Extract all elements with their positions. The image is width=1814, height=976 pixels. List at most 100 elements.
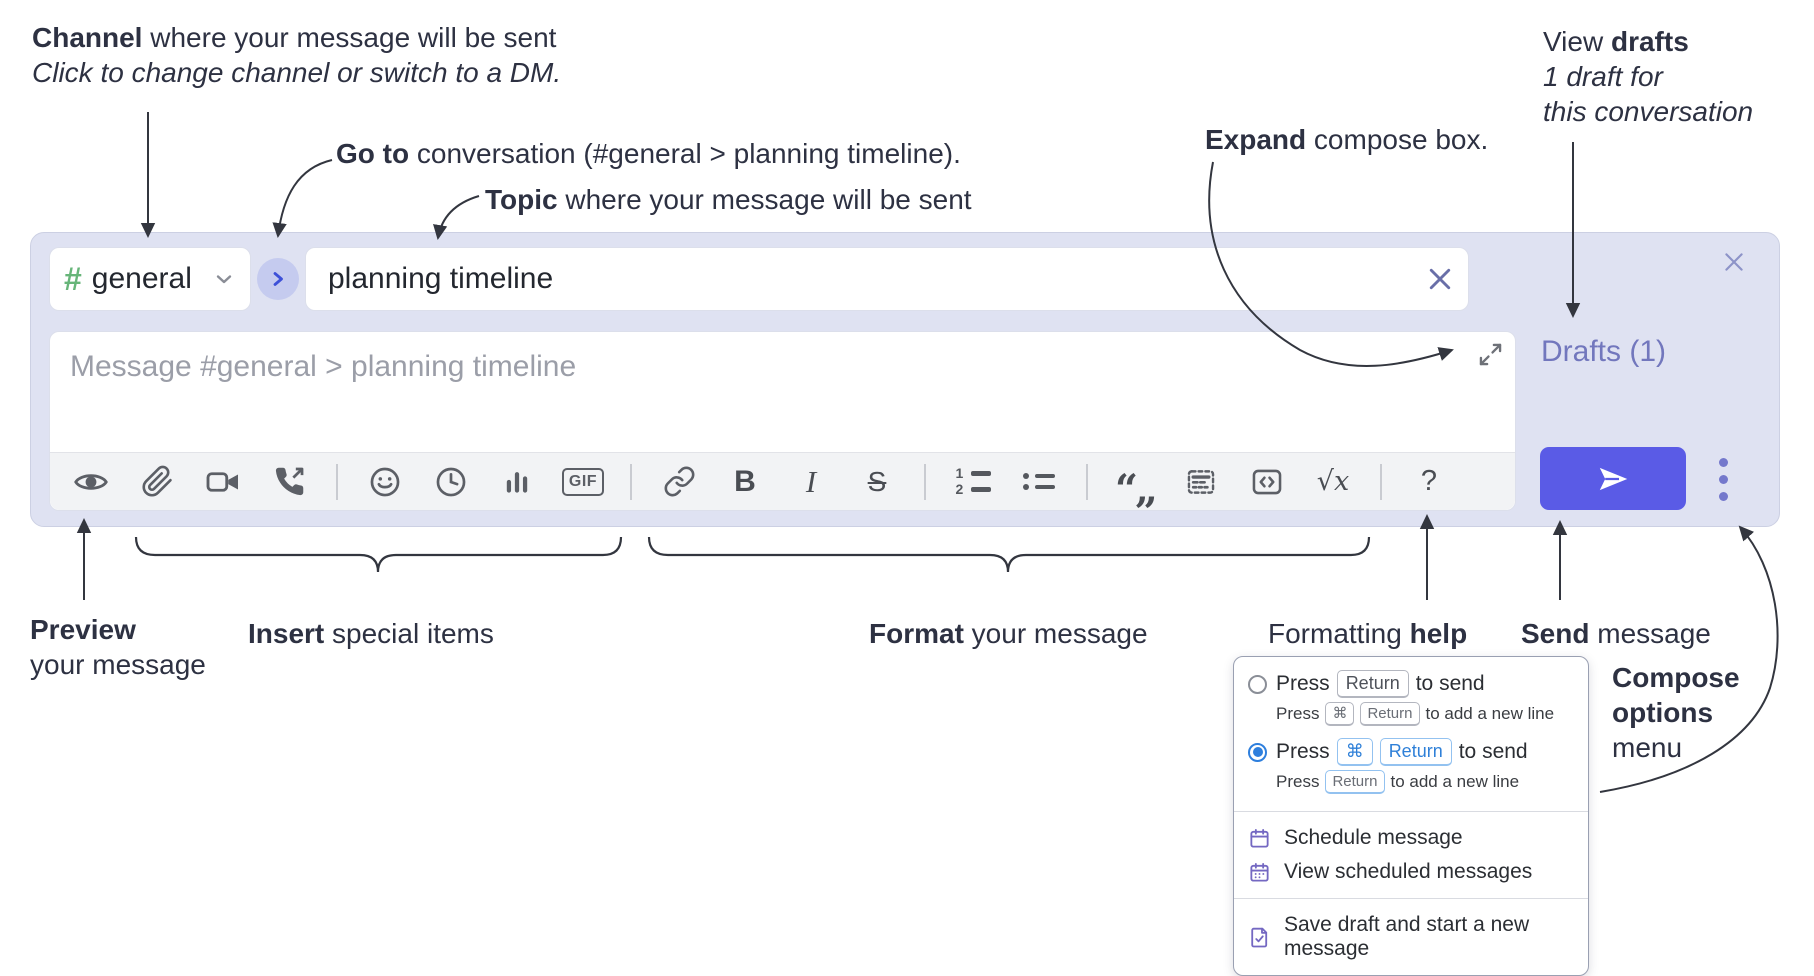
send-plane-icon [1599,467,1628,490]
attach-file-button[interactable] [124,453,190,510]
kbd-key: ⌘ [1336,738,1373,766]
kbd-key: Return [1336,670,1409,698]
page: { "annotations": { "channel": {"bold": "… [30,22,1780,976]
channel-name: general [91,262,192,295]
quote-button[interactable]: “„ [1102,453,1168,510]
compose-options-menu-button[interactable] [1708,450,1738,508]
spoiler-button[interactable] [1168,453,1234,510]
menu-item-label: View scheduled messages [1284,860,1533,883]
video-camera-icon [206,471,238,492]
menu-item-view-scheduled-messages[interactable]: View scheduled messages [1234,855,1588,889]
annotation-expand: Expand compose box. [1205,122,1488,157]
chevron-right-icon [273,272,283,286]
go-to-conversation-button[interactable] [257,258,299,300]
clock-icon [436,467,466,496]
label-text: to add a new line [1425,704,1555,723]
close-compose-button[interactable] [1717,245,1751,279]
annotation-view-drafts-line2: 1 draft for [1543,61,1663,92]
math-button[interactable]: √x [1300,453,1366,510]
message-textarea[interactable] [50,332,1515,452]
annotation-topic-rest: where your message will be sent [557,184,972,215]
toolbar-divider [924,463,926,500]
toolbar-divider [630,463,632,500]
compose-toolbar: GIF B I S 1 2 [50,452,1515,510]
code-button[interactable] [1234,453,1300,510]
menu-item-label: Schedule message [1284,826,1463,849]
send-button[interactable] [1540,447,1686,510]
brace-format [647,536,1371,573]
bold-button[interactable]: B [712,453,778,510]
annotation-view-drafts: View drafts 1 draft for this conversatio… [1543,24,1753,129]
link-button[interactable] [646,453,712,510]
italic-button[interactable]: I [778,453,844,510]
annotation-formatting-help: Formatting help [1268,616,1467,651]
kebab-dot [1718,457,1728,467]
annotation-view-drafts-bold: drafts [1610,26,1689,57]
kebab-dot [1718,491,1728,501]
radio-selected-icon[interactable] [1248,742,1267,762]
add-global-time-button[interactable] [418,453,484,510]
calendar-icon [1248,826,1272,850]
spoiler-icon [1187,469,1215,494]
label-text: Press [1276,672,1330,695]
annotation-expand-bold: Expand [1205,124,1307,155]
channel-selector[interactable]: # general [49,247,251,311]
add-poll-button[interactable] [484,453,550,510]
math-icon: √x [1316,466,1350,497]
kebab-dot [1718,474,1728,484]
annotation-compose-options-bold1: Compose [1612,662,1740,693]
numbered-list-icon: 1 2 [956,466,991,496]
eye-icon [74,473,108,490]
expand-compose-button[interactable] [1473,337,1507,371]
annotation-view-drafts-line3: this conversation [1543,96,1754,127]
topic-clear-button[interactable] [1412,264,1468,294]
message-formatting-help-button[interactable]: ? [1396,453,1462,510]
annotation-channel-line2: Click to change channel or switch to a D… [32,57,562,88]
radio-unselected-icon[interactable] [1248,674,1267,694]
menu-item-schedule-message[interactable]: Schedule message [1234,821,1588,855]
annotation-formatting-help-pre: Formatting [1268,618,1410,649]
menu-item-save-draft-new-message[interactable]: Save draft and start a new message [1234,908,1588,966]
kbd-key: Return [1325,770,1385,794]
kbd-key: Return [1360,702,1420,726]
annotation-format-bold: Format [869,618,964,649]
annotation-format: Format your message [869,616,1148,651]
code-icon [1252,469,1282,494]
expand-icon [1479,343,1501,365]
smiley-icon [370,467,400,496]
italic-icon: I [805,463,817,499]
paperclip-icon [141,465,172,497]
emoji-button[interactable] [352,453,418,510]
compose-box-panel: # general [30,232,1780,527]
video-call-button[interactable] [190,453,256,510]
label-text: Press [1276,704,1320,723]
voice-call-button[interactable] [256,453,322,510]
annotation-send-rest: message [1589,618,1711,649]
annotation-channel-rest: where your message will be sent [142,22,557,53]
drafts-link[interactable]: Drafts (1) [1541,335,1667,368]
annotation-topic: Topic where your message will be sent [485,182,972,217]
preview-button[interactable] [58,453,124,510]
annotation-send: Send message [1521,616,1711,651]
annotation-goto: Go to conversation (#general > planning … [336,136,961,171]
brace-insert [134,536,623,573]
label-text: to add a new line [1390,772,1520,791]
topic-input[interactable] [306,262,1412,296]
close-icon [1429,268,1451,290]
numbered-list-button[interactable]: 1 2 [940,453,1006,510]
strikethrough-button[interactable]: S [844,453,910,510]
annotation-format-rest: your message [963,618,1148,649]
add-gif-button[interactable]: GIF [550,453,616,510]
bar-chart-icon [506,471,528,493]
annotation-send-bold: Send [1521,618,1590,649]
close-icon [1725,253,1743,271]
annotation-preview-bold: Preview [30,614,136,645]
link-icon [664,466,694,497]
bulleted-list-button[interactable] [1006,453,1072,510]
topic-input-box [305,247,1469,311]
